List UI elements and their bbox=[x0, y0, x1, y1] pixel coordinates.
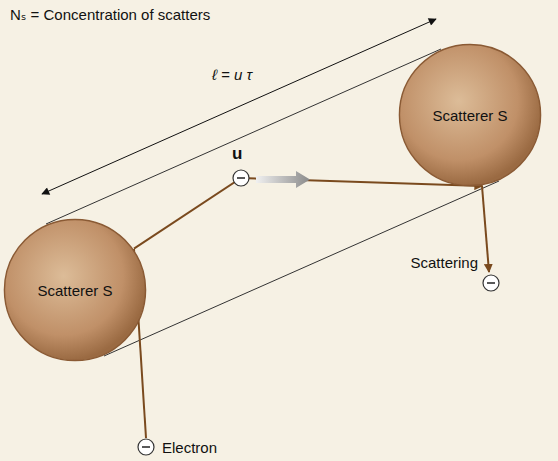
dimension-arrow bbox=[42, 19, 436, 194]
node-label: Scatterer S bbox=[37, 282, 112, 299]
scatterer-circle: Scatterer S bbox=[398, 43, 542, 187]
text-label: ℓ = u τ bbox=[212, 66, 252, 83]
text-label: Electron bbox=[162, 439, 217, 456]
electron-path bbox=[134, 178, 483, 249]
electron-path bbox=[482, 186, 489, 272]
scatterer-circle: Scatterer S bbox=[3, 218, 147, 362]
text-label: u bbox=[232, 144, 242, 164]
text-label: Scattering bbox=[410, 254, 478, 271]
electron-symbol bbox=[138, 439, 154, 455]
electron-symbol bbox=[233, 170, 249, 186]
text-label: Nₛ = Concentration of scatters bbox=[10, 6, 210, 24]
tangent-line bbox=[46, 49, 441, 224]
node-label: Scatterer S bbox=[432, 107, 507, 124]
velocity-arrow bbox=[256, 171, 310, 188]
tangent-line bbox=[104, 181, 499, 356]
electron-symbol bbox=[483, 275, 499, 291]
